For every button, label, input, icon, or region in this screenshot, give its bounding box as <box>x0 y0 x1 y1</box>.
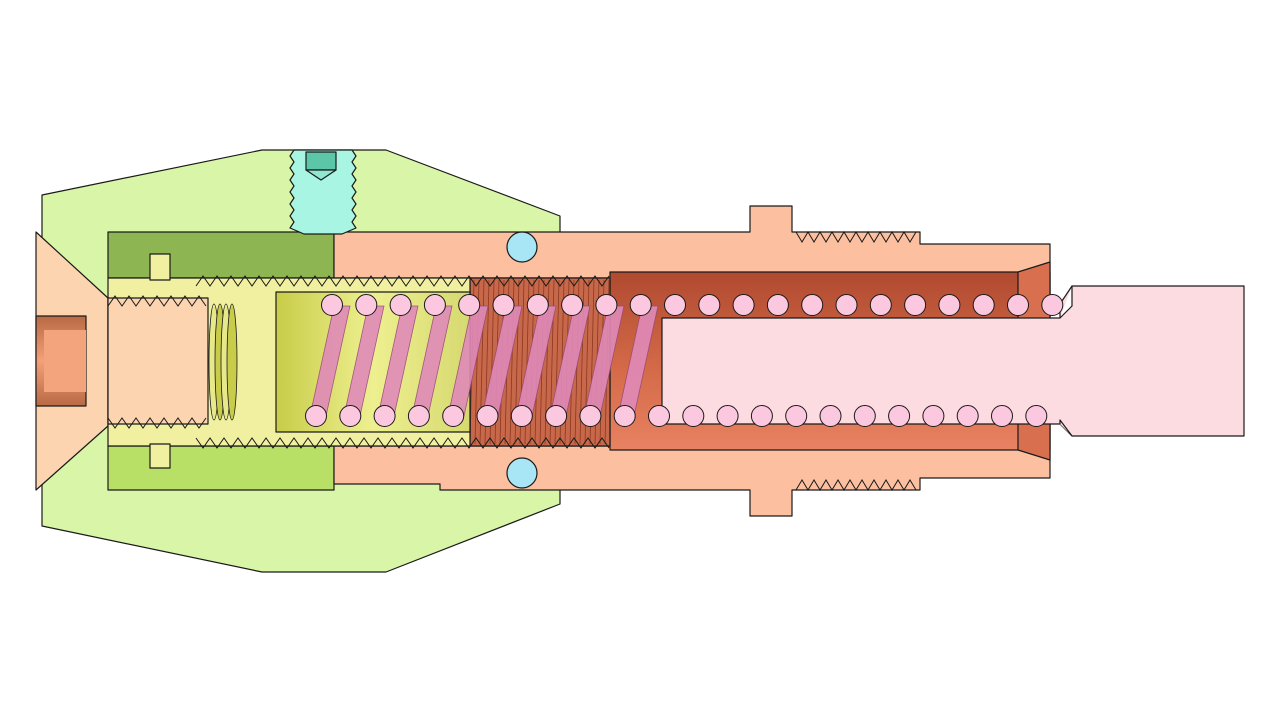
set-screw-tip <box>305 169 337 181</box>
spring-ball <box>1025 405 1048 427</box>
outer-thread-bottom <box>795 479 917 491</box>
spring-ball <box>476 405 499 427</box>
spring-ball <box>785 405 808 427</box>
spring-ball <box>595 294 618 316</box>
recess-coil <box>208 303 238 421</box>
spring-ball <box>766 294 789 316</box>
bushing-thread-top <box>195 275 610 287</box>
flange-top <box>149 253 171 281</box>
spring-ball <box>732 294 755 316</box>
spring-ball <box>510 405 533 427</box>
spring-ball <box>1007 294 1029 316</box>
bushing-recess-thread-bottom <box>107 417 207 429</box>
bushing-thread-bottom <box>195 437 610 449</box>
spring-ball <box>664 294 686 316</box>
spring-ball <box>869 294 892 316</box>
spring-ball <box>423 294 446 316</box>
spring-ball <box>613 405 636 427</box>
left-pin-core <box>44 330 86 392</box>
spring-ball <box>904 294 927 316</box>
spring-ball <box>991 405 1013 427</box>
set-screw-socket <box>305 151 337 171</box>
bushing-recess <box>107 297 209 425</box>
spring-balls-bottom <box>305 405 1048 427</box>
outer-thread-top <box>795 231 917 243</box>
spring-coils <box>309 305 659 417</box>
spring-ball <box>938 294 961 316</box>
spring-ball <box>682 405 705 427</box>
housing-bore-bottom <box>107 445 335 491</box>
spring-ball <box>321 294 343 316</box>
spring-ball <box>579 405 602 427</box>
spring-ball <box>526 294 549 316</box>
spring-ball <box>819 405 842 427</box>
spring-ball <box>373 405 396 427</box>
spring-ball <box>922 405 945 427</box>
spring-ball <box>698 294 721 316</box>
flange-bottom <box>149 443 171 469</box>
spring-ball <box>648 405 670 427</box>
housing-bore-top <box>107 231 335 279</box>
spring-ball <box>442 405 465 427</box>
spring-ball <box>750 405 773 427</box>
spring-ball <box>956 405 979 427</box>
spring-ball <box>355 294 378 316</box>
spring-ball <box>716 405 739 427</box>
spring-ball <box>888 405 911 427</box>
spring-ball <box>339 405 362 427</box>
bushing-recess-thread-top <box>107 295 207 307</box>
seal-ring-top <box>506 231 538 263</box>
spring-ball <box>305 405 327 427</box>
spring-ball <box>1041 294 1064 316</box>
spring-ball <box>458 294 481 316</box>
spring-ball <box>492 294 515 316</box>
spring-ball <box>835 294 858 316</box>
recess-coil-turn <box>226 303 238 421</box>
spring-ball <box>629 294 652 316</box>
spring-ball <box>407 405 430 427</box>
spring-ball <box>853 405 876 427</box>
spring-balls-top <box>321 294 1064 316</box>
spring-ball <box>561 294 584 316</box>
spring-ball <box>545 405 568 427</box>
seal-ring-bottom <box>506 457 538 489</box>
spring-ball <box>801 294 824 316</box>
spring-ball <box>389 294 412 316</box>
spring-ball <box>972 294 995 316</box>
